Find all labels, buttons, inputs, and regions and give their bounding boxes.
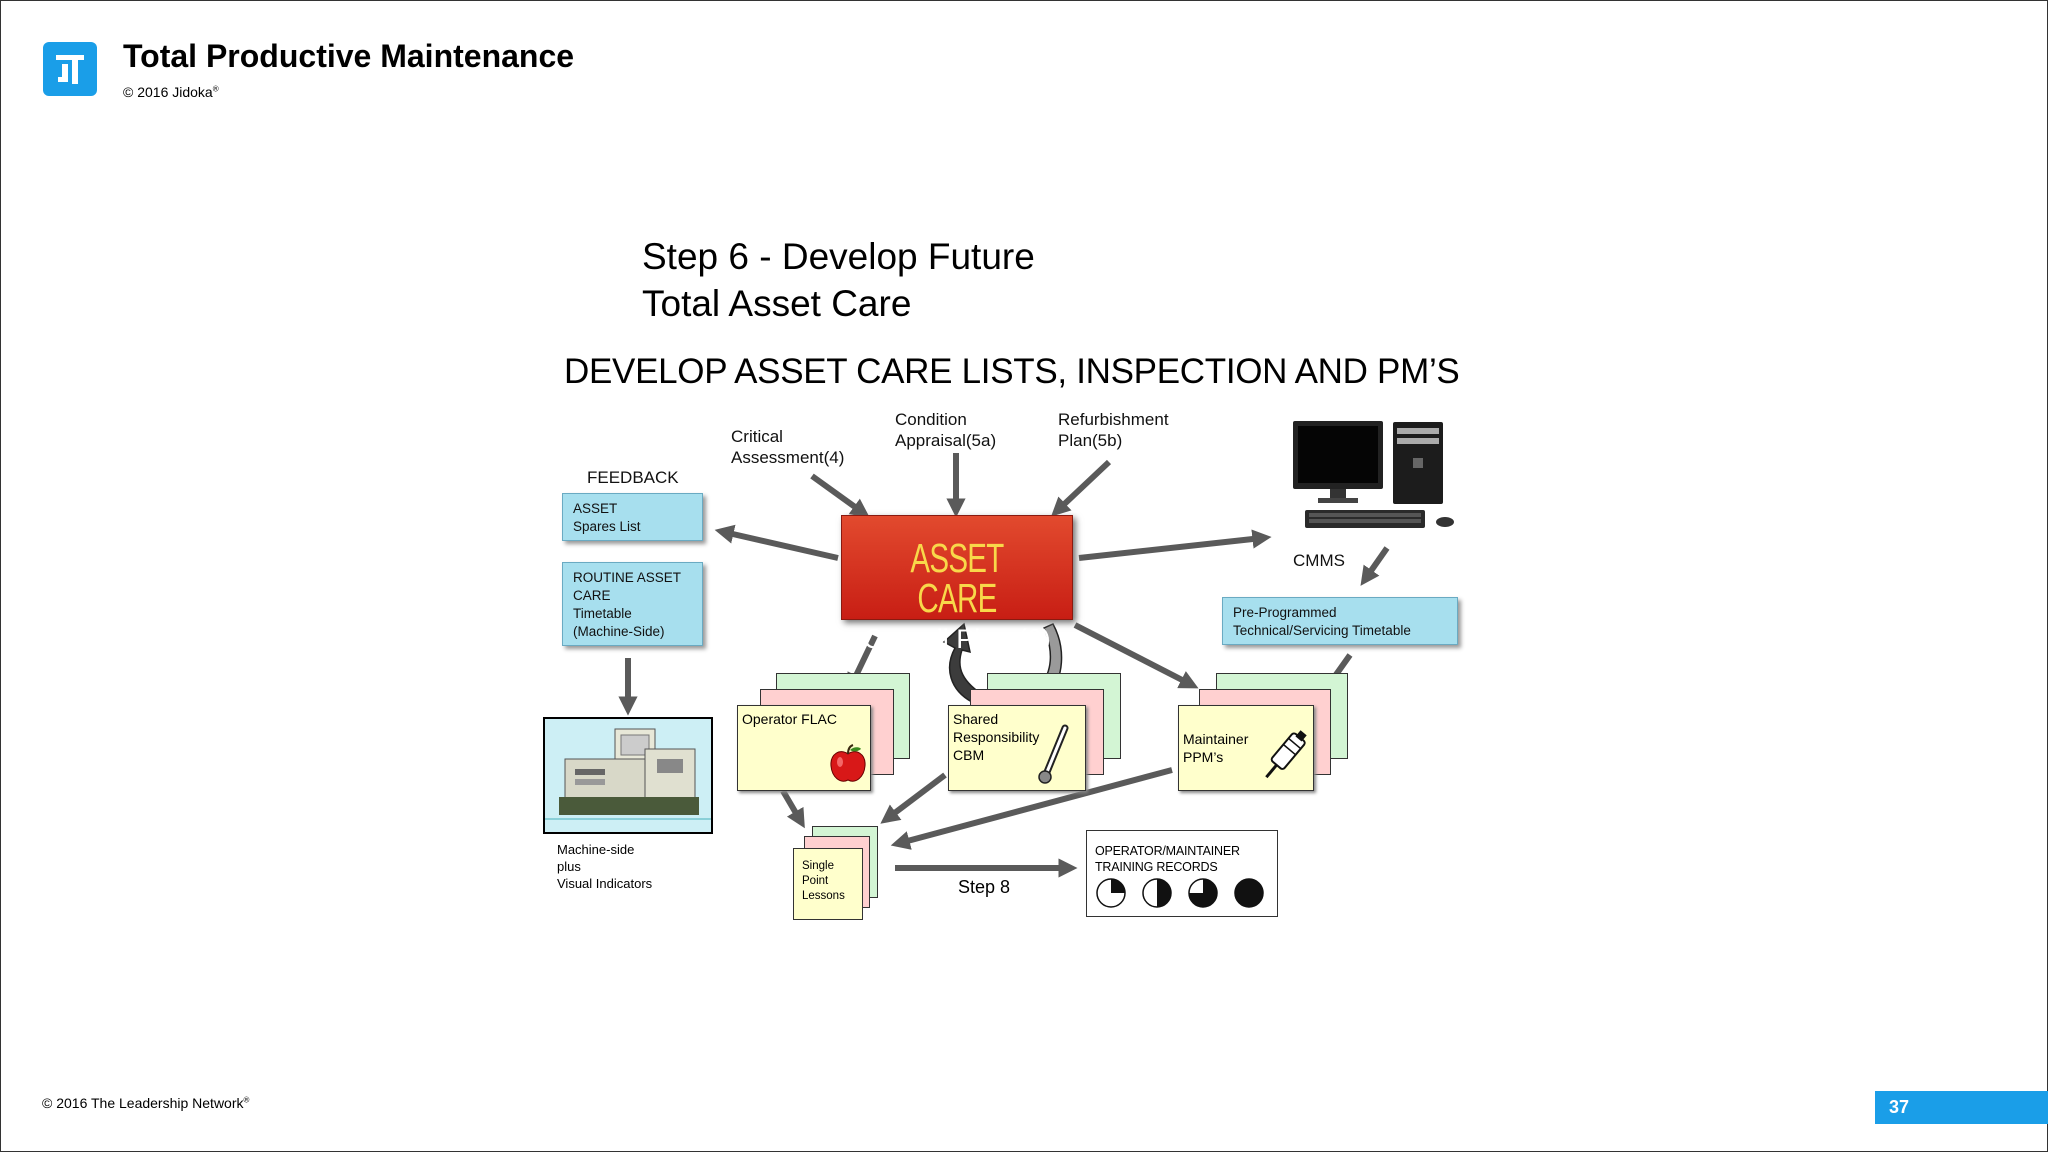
training-level-fill xyxy=(1111,879,1125,893)
jidoka-logo xyxy=(43,42,97,96)
operator-flac-note: Operator FLAC xyxy=(737,705,871,791)
arrow-refurb xyxy=(1051,459,1112,517)
training-level-circle xyxy=(1234,878,1264,908)
shared-responsibility-note: Shared Responsibility CBM xyxy=(948,705,1086,791)
thermometer-icon xyxy=(1038,724,1069,784)
computer-icon xyxy=(1285,418,1465,536)
arrow-flac-to-spl xyxy=(780,789,805,829)
diagram-heading: DEVELOP ASSET CARE LISTS, INSPECTION AND… xyxy=(564,352,1460,391)
feedback-label: FEEDBACK xyxy=(587,468,679,487)
routine-asset-care-box: ROUTINE ASSET CARE Timetable (Machine-Si… xyxy=(562,562,703,646)
maintainer-ppm-note: Maintainer PPM’s xyxy=(1178,705,1314,791)
machine-image xyxy=(543,717,713,834)
apple-icon xyxy=(830,744,866,782)
arrow-cmms-down xyxy=(1360,546,1390,586)
arrow-critical xyxy=(810,473,870,518)
arrow-curved-up xyxy=(942,622,988,703)
arrow-to-maintainer xyxy=(1073,622,1199,689)
arrow-feedback xyxy=(714,524,839,561)
training-records-box: OPERATOR/MAINTAINER TRAINING RECORDS xyxy=(1086,830,1278,917)
asset-care-plan-box: ASSET CARE Overall Plan (6) xyxy=(841,515,1073,654)
footer-copyright: © 2016 The Leadership Network® xyxy=(42,1095,250,1111)
page-number: 37 xyxy=(1875,1091,2048,1124)
step8-label: Step 8 xyxy=(958,877,1011,897)
asset-care-subtitle: Overall Plan (6) xyxy=(863,624,1051,654)
grease-gun-icon xyxy=(1265,730,1307,779)
arrow-to-cmms xyxy=(1078,529,1272,561)
asset-care-title: ASSET CARE xyxy=(910,535,1004,621)
app-title: Total Productive Maintenance xyxy=(123,38,575,74)
single-point-lessons-note: Single Point Lessons xyxy=(793,848,863,920)
slide-title: Step 6 - Develop Future Total Asset Care xyxy=(642,236,1035,324)
arrow-maint-to-spl xyxy=(890,767,1173,850)
cmms-label: CMMS xyxy=(1293,551,1345,570)
machine-caption: Machine-side plus Visual Indicators xyxy=(557,842,653,891)
training-level-indicators xyxy=(1096,878,1264,908)
training-level-fill xyxy=(1189,879,1217,907)
training-level-fill xyxy=(1157,879,1171,907)
header-copyright: © 2016 Jidoka® xyxy=(123,84,219,100)
arrow-shared-to-spl xyxy=(880,772,947,824)
training-records-title: OPERATOR/MAINTAINER TRAINING RECORDS xyxy=(1095,844,1240,874)
